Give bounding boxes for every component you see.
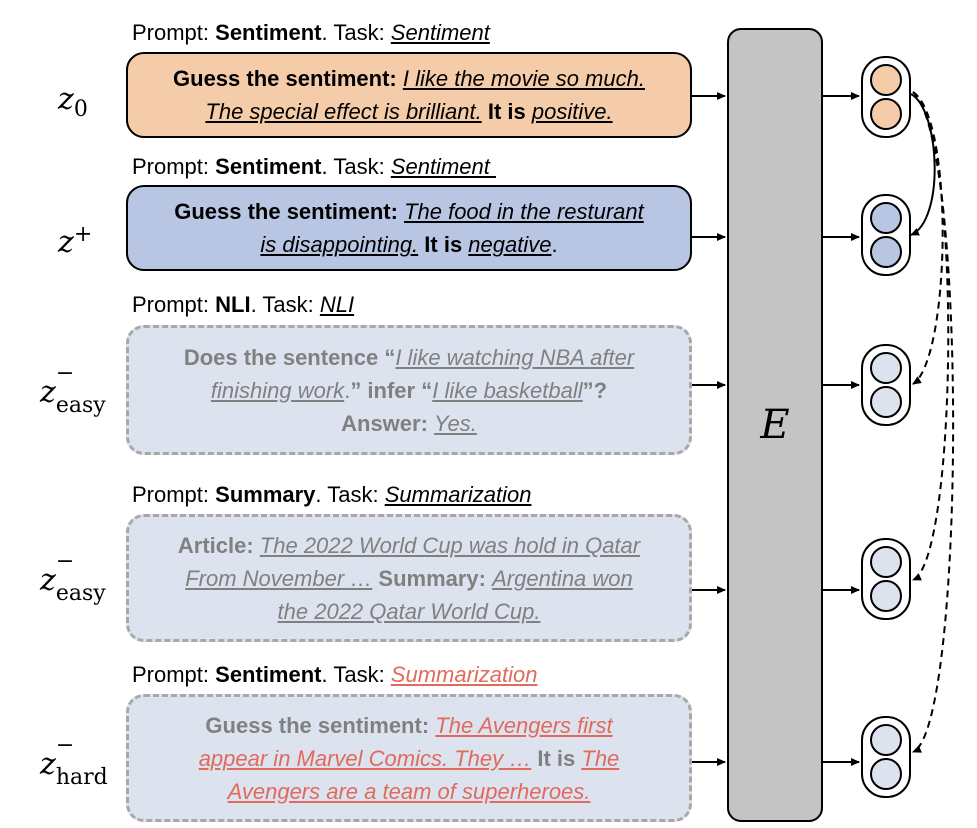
zeasy-label-2: z−easy (40, 549, 106, 606)
anchor-sample-box: Guess the sentiment: The food in the res… (126, 185, 692, 271)
arrow-positive-pair (910, 93, 936, 236)
zplus-label: z+ (58, 222, 93, 260)
embedding-cell (870, 724, 902, 756)
zhard-label: z−hard (40, 733, 108, 790)
embedding-z0 (861, 56, 911, 138)
embedding-zeasy-2 (861, 538, 911, 620)
embedding-cell (870, 352, 902, 384)
prompt-header-zeasy-nli: Prompt: NLI. Task: NLI (132, 292, 355, 317)
prompt-header-zplus: Prompt: Sentiment. Task: Sentiment (132, 154, 496, 179)
embedding-cell (870, 580, 902, 612)
embedding-cell (870, 236, 902, 268)
embedding-zeasy-1 (861, 344, 911, 426)
easy-negative-nli-box: Does the sentence “I like watching NBA a… (126, 325, 692, 455)
prompt-header-zhard: Prompt: Sentiment. Task: Summarization (132, 662, 538, 687)
embedding-cell (870, 202, 902, 234)
zeasy-label-1: z−easy (40, 361, 106, 418)
arrow-negative-pair-hard (912, 91, 955, 753)
encoder-block: E (727, 28, 823, 822)
prompt-header-zeasy-summary: Prompt: Summary. Task: Summarization (132, 482, 532, 507)
positive-sample-box: Guess the sentiment: I like the movie so… (126, 52, 692, 138)
z0-label: z0 (58, 82, 88, 122)
easy-negative-summary-box: Article: The 2022 World Cup was hold in … (126, 514, 692, 642)
embedding-cell (870, 386, 902, 418)
arrow-negative-pair-easy1 (912, 91, 944, 385)
arrow-negative-pair-easy2 (912, 91, 950, 581)
embedding-cell (870, 64, 902, 96)
embedding-cell (870, 758, 902, 790)
embedding-cell (870, 98, 902, 130)
embedding-cell (870, 546, 902, 578)
embedding-zhard (861, 716, 911, 798)
encoder-label: E (760, 402, 790, 448)
prompt-header-z0: Prompt: Sentiment. Task: Sentiment (132, 20, 490, 45)
hard-negative-box: Guess the sentiment: The Avengers first … (126, 694, 692, 822)
embedding-zplus (861, 194, 911, 276)
